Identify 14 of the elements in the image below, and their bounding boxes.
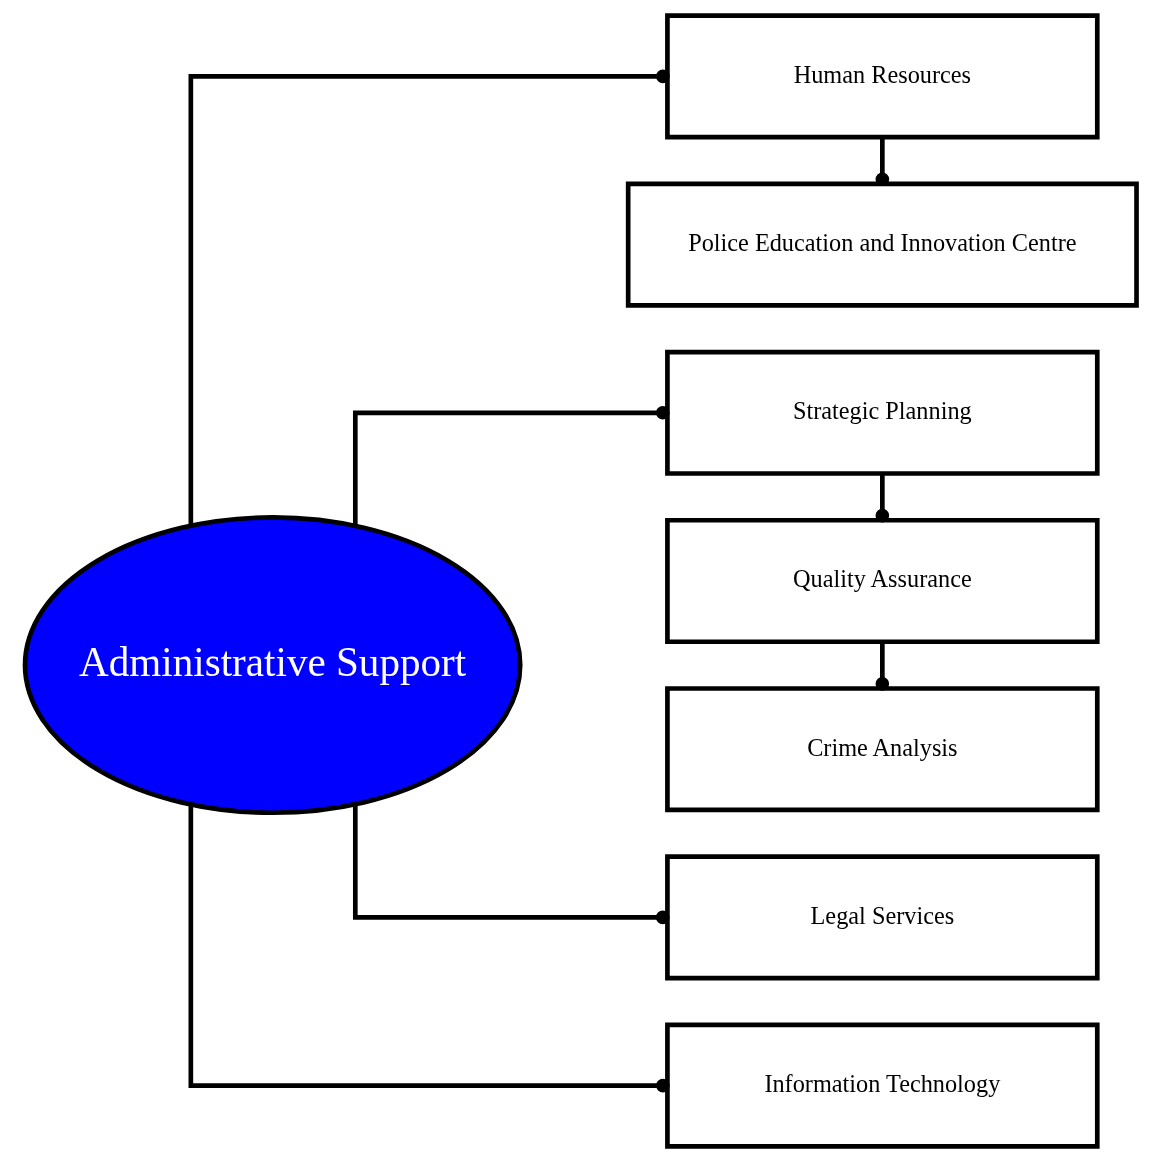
connector xyxy=(875,474,890,523)
connector xyxy=(875,642,890,691)
node-box: Quality Assurance xyxy=(665,517,1100,645)
node-ellipse: Administrative Support xyxy=(22,515,523,816)
node-box: Strategic Planning xyxy=(665,349,1100,476)
connector xyxy=(352,405,670,526)
node-box: Human Resources xyxy=(665,13,1100,140)
connector xyxy=(188,804,670,1093)
node-box: Information Technology xyxy=(665,1022,1100,1149)
connector xyxy=(352,804,670,925)
node-box: Crime Analysis xyxy=(665,686,1100,813)
node-box: Legal Services xyxy=(665,854,1100,981)
node-box: Police Education and Innovation Centre xyxy=(625,181,1139,308)
connector xyxy=(188,69,670,526)
